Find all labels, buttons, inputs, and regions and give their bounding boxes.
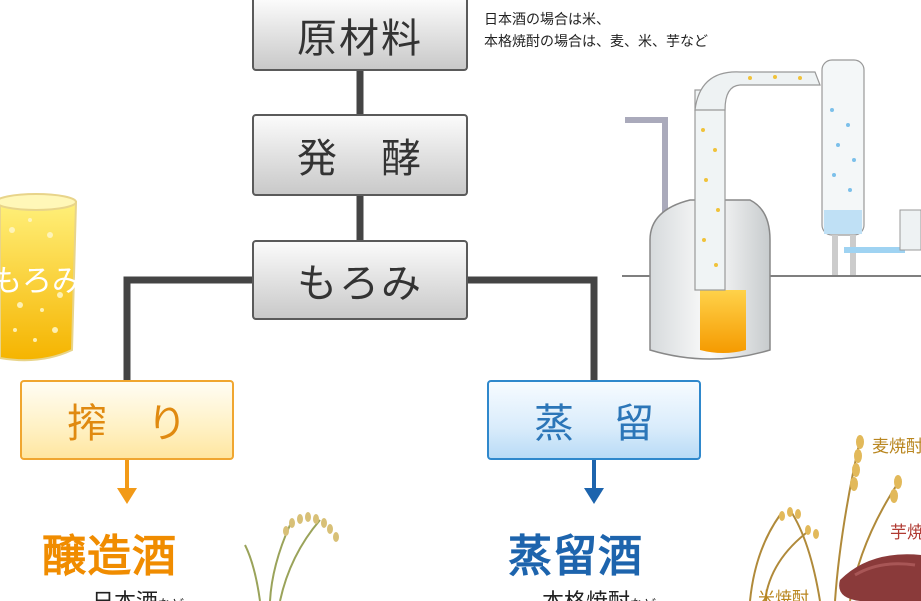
step-fermentation: 発 酵: [252, 114, 468, 196]
connector-moromi-distillation: [466, 276, 598, 380]
example-distilled-name: 本格焼酎: [542, 590, 630, 601]
step-moromi: もろみ: [252, 240, 468, 320]
example-brewed-name: 日本酒: [92, 590, 158, 601]
ingredient-note-line1: 日本酒の場合は米、: [484, 12, 610, 28]
moromi-glass-illustration: [0, 193, 78, 362]
step-pressing: 搾 り: [20, 380, 234, 460]
result-distilled-liquor: 蒸留酒: [508, 531, 643, 582]
example-distilled: 本格焼酎など: [542, 584, 656, 601]
label-barley-shochu: 麦焼酎: [872, 437, 921, 457]
rice-plant-illustration: [244, 512, 339, 601]
example-brewed: 日本酒など: [92, 584, 184, 601]
step-ingredients: 原材料: [252, 0, 468, 71]
glass-label: もろみ: [0, 264, 82, 299]
result-brewed-liquor: 醸造酒: [42, 531, 177, 582]
label-sweet-potato-shochu: 芋焼: [890, 523, 921, 543]
ingredient-note-line2: 本格焼酎の場合は、麦、米、芋など: [484, 34, 708, 50]
connector-moromi-pressing: [123, 276, 254, 380]
label-rice-shochu: 米焼酎: [758, 589, 809, 601]
step-distillation: 蒸 留: [487, 380, 701, 460]
example-brewed-suffix: など: [158, 598, 184, 601]
arrow-distillation: [584, 460, 604, 504]
grain-and-potato-illustration: [749, 435, 921, 601]
example-distilled-suffix: など: [630, 598, 656, 601]
arrow-pressing: [117, 460, 137, 504]
still-illustration: [622, 59, 921, 360]
